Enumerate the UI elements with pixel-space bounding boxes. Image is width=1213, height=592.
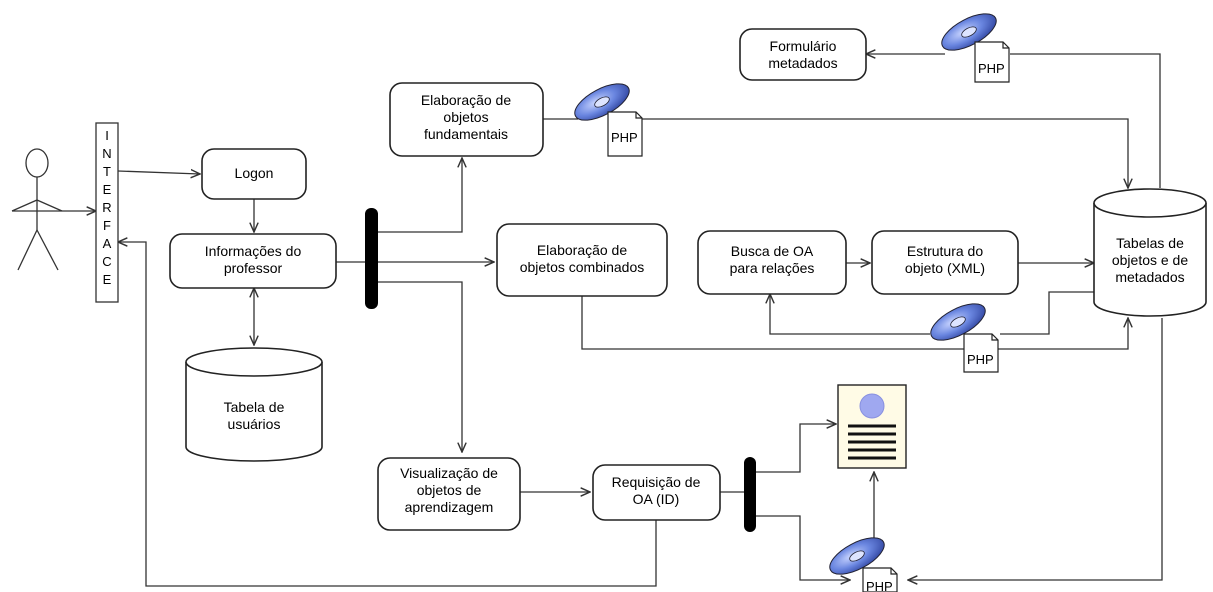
actor-icon (11, 148, 63, 271)
objects-tables-label: objetos e de (1112, 252, 1188, 268)
document-icon (837, 384, 907, 469)
combined-objects-box: Elaboração de objetos combinados (496, 223, 668, 297)
combined-objects-label: Elaboração de (537, 242, 628, 258)
visualization-label: aprendizagem (405, 499, 494, 515)
php-label: PHP (967, 352, 994, 367)
visualization-box: Visualização de objetos de aprendizagem (377, 457, 521, 531)
connectors (62, 54, 1163, 587)
logon-label: Logon (235, 165, 274, 181)
php-disc-icon: PHP (829, 537, 898, 592)
professor-info-label: Informações do (205, 243, 302, 259)
sync-bar (365, 208, 378, 309)
interface-letter: R (102, 200, 111, 215)
interface-letter: N (102, 146, 111, 161)
search-oa-box: Busca de OA para relações (697, 230, 847, 295)
search-oa-label: Busca de OA (731, 243, 814, 259)
oa-request-label: Requisição de (612, 474, 701, 490)
interface-letter: I (105, 128, 109, 143)
users-table-label: Tabela de (224, 399, 285, 415)
php-label: PHP (611, 130, 638, 145)
users-table-database: Tabela de usuários (185, 347, 323, 462)
combined-objects-label: objetos combinados (520, 259, 645, 275)
interface-letter: F (103, 218, 111, 233)
professor-info-box: Informações do professor (169, 233, 337, 289)
interface-letter: T (103, 164, 111, 179)
objects-tables-label: Tabelas de (1116, 235, 1184, 251)
php-label: PHP (978, 61, 1005, 76)
sync-bar (744, 457, 756, 532)
interface-letter: C (102, 254, 111, 269)
fundamental-objects-label: Elaboração de (421, 92, 512, 108)
oa-request-box: Requisição de OA (ID) (592, 464, 721, 521)
metadata-form-label: metadados (768, 55, 837, 71)
objects-tables-database: Tabelas de objetos e de metadados (1093, 188, 1207, 317)
search-oa-label: para relações (730, 260, 815, 276)
interface-letter: E (103, 272, 112, 287)
interface-panel: I N T E R F A C E (95, 122, 119, 303)
visualization-label: Visualização de (400, 465, 498, 481)
object-structure-label: Estrutura do (907, 243, 983, 259)
php-disc-icon: PHP (574, 83, 643, 157)
php-label: PHP (866, 579, 893, 592)
fundamental-objects-box: Elaboração de objetos fundamentais (389, 82, 544, 157)
object-structure-box: Estrutura do objeto (XML) (871, 230, 1019, 295)
visualization-label: objetos de (417, 482, 482, 498)
metadata-form-label: Formulário (770, 38, 837, 54)
objects-tables-label: metadados (1115, 269, 1184, 285)
oa-request-label: OA (ID) (633, 491, 680, 507)
php-disc-icon: PHP (941, 13, 1010, 83)
fundamental-objects-label: objetos (443, 109, 488, 125)
fundamental-objects-label: fundamentais (424, 126, 508, 142)
professor-info-label: professor (224, 260, 283, 276)
logon-box: Logon (201, 148, 307, 200)
object-structure-label: objeto (XML) (905, 260, 985, 276)
interface-letter: E (103, 182, 112, 197)
metadata-form-box: Formulário metadados (739, 28, 867, 81)
users-table-label: usuários (228, 416, 281, 432)
php-disc-icon: PHP (930, 303, 999, 373)
interface-letter: A (103, 236, 112, 251)
